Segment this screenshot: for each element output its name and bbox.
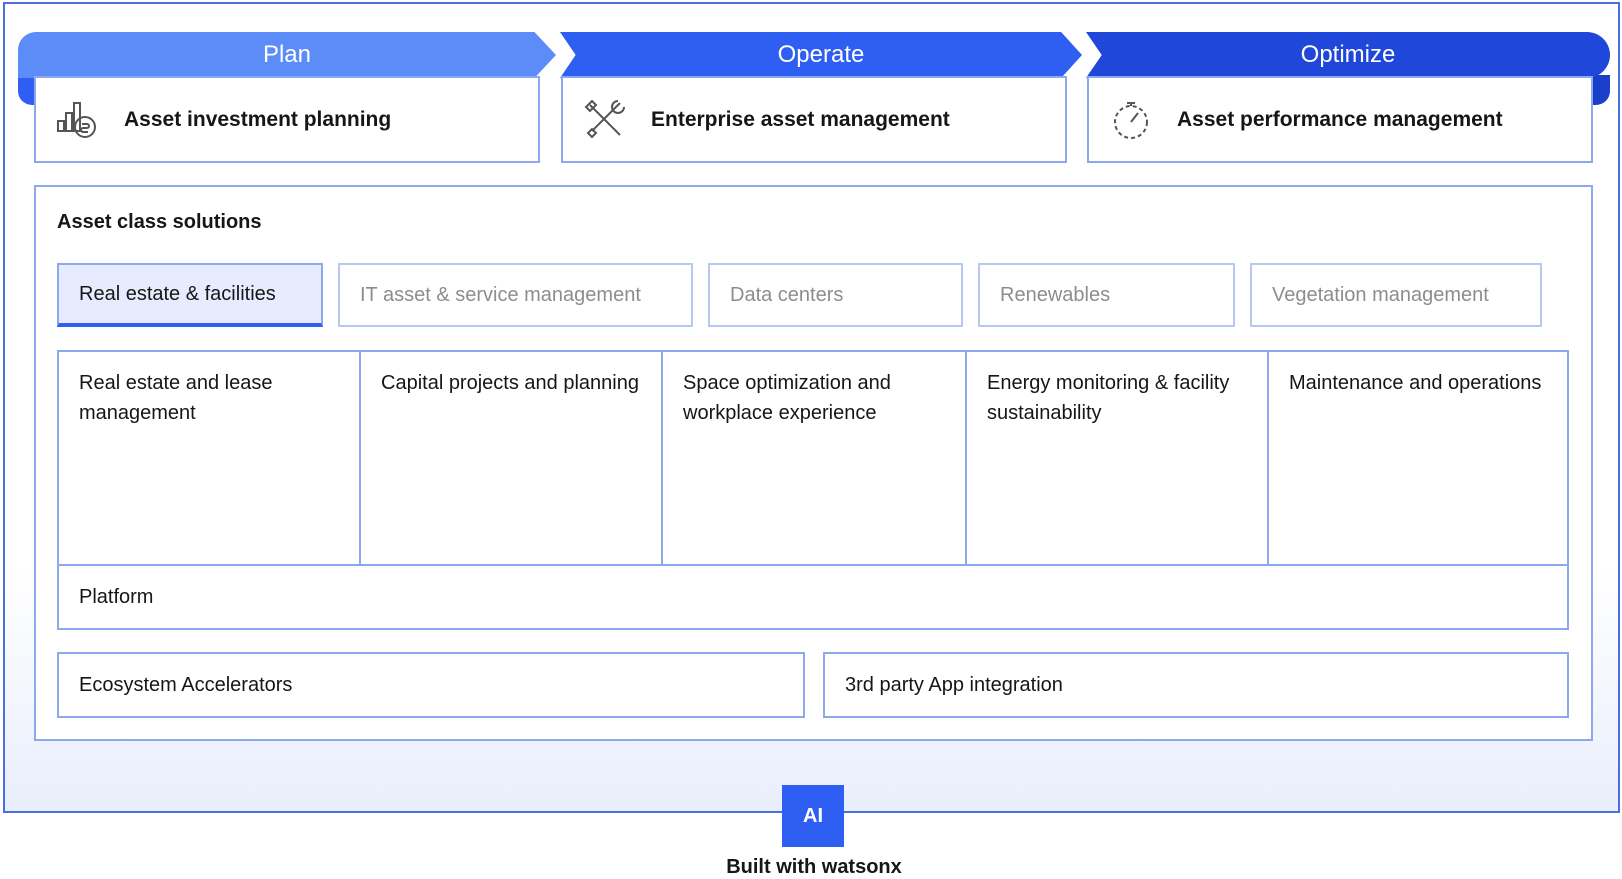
solution-cell: Energy monitoring & facility sustainabil… xyxy=(965,350,1269,566)
ecosystem-accelerators-box: Ecosystem Accelerators xyxy=(57,652,805,718)
phase-box-operate: Enterprise asset management xyxy=(561,76,1067,163)
tab-renewables[interactable]: Renewables xyxy=(978,263,1235,327)
tab-it-asset[interactable]: IT asset & service management xyxy=(338,263,693,327)
phase-title: Asset performance management xyxy=(1177,107,1503,131)
tools-icon xyxy=(579,94,631,146)
third-party-integration-box: 3rd party App integration xyxy=(823,652,1569,718)
solution-cell: Maintenance and operations xyxy=(1267,350,1569,566)
investment-chart-icon xyxy=(52,94,104,146)
panel-title: Asset class solutions xyxy=(57,211,262,233)
phase-header-plan: Plan xyxy=(18,32,556,78)
solution-cell: Space optimization and workplace experie… xyxy=(661,350,967,566)
phase-tab-right xyxy=(1590,75,1610,105)
phase-box-optimize: Asset performance management xyxy=(1087,76,1593,163)
phase-title: Enterprise asset management xyxy=(651,107,950,131)
ai-badge: AI xyxy=(782,785,844,847)
phase-header-label: Plan xyxy=(262,41,312,68)
gauge-icon xyxy=(1105,94,1157,146)
solution-cell: Real estate and lease management xyxy=(57,350,361,566)
phase-box-plan: Asset investment planning xyxy=(34,76,540,163)
phase-header-optimize: Optimize xyxy=(1086,32,1610,78)
tab-data-centers[interactable]: Data centers xyxy=(708,263,963,327)
phase-header-label: Optimize xyxy=(1300,41,1396,68)
solution-cell: Capital projects and planning xyxy=(359,350,663,566)
phase-header-label: Operate xyxy=(777,41,865,68)
asset-class-panel: Asset class solutions Real estate & faci… xyxy=(34,185,1593,741)
built-with-caption: Built with watsonx xyxy=(726,856,902,878)
tab-vegetation[interactable]: Vegetation management xyxy=(1250,263,1542,327)
phase-header-operate: Operate xyxy=(560,32,1082,78)
tab-real-estate[interactable]: Real estate & facilities xyxy=(57,263,323,327)
platform-bar: Platform xyxy=(57,564,1569,630)
phase-title: Asset investment planning xyxy=(124,107,392,131)
